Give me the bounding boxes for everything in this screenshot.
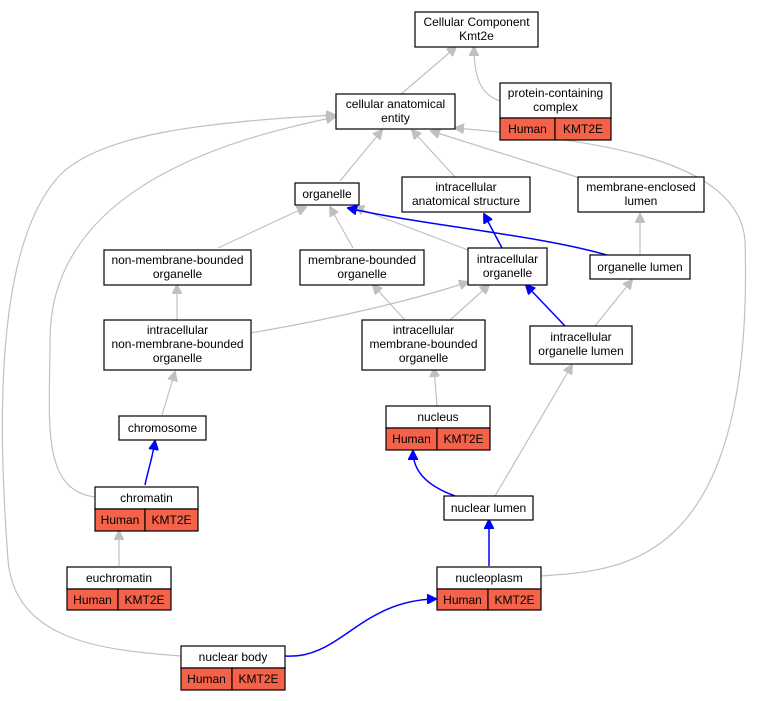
node-label: chromosome xyxy=(128,421,198,435)
edge-organelle-to-cae xyxy=(339,130,382,182)
annotation-gene-badge xyxy=(117,588,172,611)
node-nucleus[interactable]: nucleus Human KMT2E xyxy=(385,405,491,451)
node-label: Kmt2e xyxy=(459,29,494,43)
node-cellular-anatomical-entity[interactable]: cellular anatomical entity xyxy=(335,93,456,130)
node-label: euchromatin xyxy=(86,571,152,585)
node-label: cellular anatomical xyxy=(346,97,445,111)
annotation-gene-badge xyxy=(487,588,542,611)
edge-io-to-organelle xyxy=(355,207,469,251)
node-label: intracellular xyxy=(393,323,454,337)
node-protein-containing-complex[interactable]: protein-containing complex Human KMT2E xyxy=(499,82,612,141)
edge-imbo-to-io xyxy=(449,285,489,321)
annotation-gene-badge xyxy=(554,117,612,141)
edge-mbo-to-organelle xyxy=(330,207,354,249)
edge-nucleoplasm-to-cae xyxy=(455,128,747,577)
species-label: Human xyxy=(508,122,547,136)
node-label: organelle xyxy=(302,187,352,201)
species-label: Human xyxy=(443,593,482,607)
node-label: membrane-enclosed xyxy=(586,180,695,194)
edge-nbody-to-cae xyxy=(1,115,335,657)
edge-nlumen-to-nucleus xyxy=(413,451,456,497)
node-chromatin[interactable]: chromatin Human KMT2E xyxy=(94,486,199,532)
nodes: Cellular Component Kmt2e cellular anatom… xyxy=(66,11,705,691)
node-label: protein-containing xyxy=(508,86,603,100)
edge-inmbo-to-io xyxy=(249,282,468,334)
node-label: intracellular xyxy=(435,180,496,194)
gene-label: KMT2E xyxy=(124,593,164,607)
node-label: intracellular xyxy=(147,323,208,337)
node-label: organelle xyxy=(153,267,203,281)
edge-nmbo-to-organelle xyxy=(217,207,306,249)
edge-chromatin-to-cae xyxy=(48,117,335,498)
node-organelle-lumen[interactable]: organelle lumen xyxy=(589,254,691,280)
node-label: non-membrane-bounded xyxy=(111,337,243,351)
species-label: Human xyxy=(101,513,140,527)
node-intracellular-organelle-lumen[interactable]: intracellular organelle lumen xyxy=(529,325,633,365)
node-label: anatomical structure xyxy=(412,194,520,208)
node-label: complex xyxy=(533,100,578,114)
node-label: intracellular xyxy=(477,252,538,266)
node-label: intracellular xyxy=(550,330,611,344)
edge-chromosome-to-inmbo xyxy=(161,372,175,416)
node-label: nuclear lumen xyxy=(451,501,526,515)
gene-label: KMT2E xyxy=(563,122,603,136)
node-organelle[interactable]: organelle xyxy=(294,182,360,206)
node-label: membrane-bounded xyxy=(308,253,416,267)
edge-olumen-to-organelle xyxy=(348,208,611,257)
node-label: organelle xyxy=(399,351,449,365)
node-nuclear-body[interactable]: nuclear body Human KMT2E xyxy=(180,645,286,691)
node-label: membrane-bounded xyxy=(369,337,477,351)
species-label: Human xyxy=(187,672,226,686)
node-membrane-bounded-organelle[interactable]: membrane-bounded organelle xyxy=(299,249,425,286)
node-intracellular-membrane-bounded-organelle[interactable]: intracellular membrane-bounded organelle xyxy=(361,319,486,371)
node-nuclear-lumen[interactable]: nuclear lumen xyxy=(443,495,534,521)
node-chromosome[interactable]: chromosome xyxy=(118,415,207,441)
node-label: organelle lumen xyxy=(597,260,682,274)
node-label: chromatin xyxy=(120,491,173,505)
species-label: Human xyxy=(73,593,112,607)
node-membrane-enclosed-lumen[interactable]: membrane-enclosed lumen xyxy=(577,176,705,213)
node-intracellular-organelle[interactable]: intracellular organelle xyxy=(467,247,548,286)
node-cellular-component[interactable]: Cellular Component Kmt2e xyxy=(414,11,539,48)
species-label: Human xyxy=(392,432,431,446)
node-label: lumen xyxy=(625,194,658,208)
edge-iol-to-io xyxy=(526,285,566,327)
node-label: organelle xyxy=(153,351,203,365)
node-label: Cellular Component xyxy=(423,15,530,29)
edge-nbody-to-nucleoplasm xyxy=(284,599,436,657)
edge-mel-to-cae xyxy=(431,131,581,179)
edge-imbo-to-mbo xyxy=(373,285,406,321)
edge-chromatin-to-chromosome xyxy=(144,441,155,486)
node-label: nuclear body xyxy=(199,650,268,664)
node-euchromatin[interactable]: euchromatin Human KMT2E xyxy=(66,566,172,611)
edge-iol-to-olumen xyxy=(594,280,632,327)
node-non-membrane-bounded-organelle[interactable]: non-membrane-bounded organelle xyxy=(103,249,252,286)
node-label: nucleus xyxy=(417,410,458,424)
annotation-gene-badge xyxy=(231,667,286,691)
node-label: entity xyxy=(381,111,410,125)
gene-label: KMT2E xyxy=(494,593,534,607)
gene-label: KMT2E xyxy=(238,672,278,686)
node-label: organelle xyxy=(337,267,387,281)
edge-nlumen-to-iol xyxy=(494,365,572,497)
gene-label: KMT2E xyxy=(151,513,191,527)
edge-ias-to-cae xyxy=(412,130,456,178)
node-intracellular-non-membrane-bounded-organelle[interactable]: intracellular non-membrane-bounded organ… xyxy=(103,319,252,371)
annotation-gene-badge xyxy=(144,508,199,532)
edges xyxy=(1,47,747,657)
annotation-gene-badge xyxy=(436,427,491,451)
edge-io-to-ias xyxy=(484,214,503,249)
node-label: organelle xyxy=(483,266,533,280)
node-label: non-membrane-bounded xyxy=(111,253,243,267)
node-label: nucleoplasm xyxy=(455,571,522,585)
node-intracellular-anatomical-structure[interactable]: intracellular anatomical structure xyxy=(401,176,531,213)
node-nucleoplasm[interactable]: nucleoplasm Human KMT2E xyxy=(436,566,542,611)
edge-cae-to-root xyxy=(399,47,456,96)
node-label: organelle lumen xyxy=(538,344,623,358)
edge-nucleus-to-imbo xyxy=(434,368,437,407)
edge-pcc-to-root xyxy=(474,47,501,102)
gene-label: KMT2E xyxy=(443,432,483,446)
